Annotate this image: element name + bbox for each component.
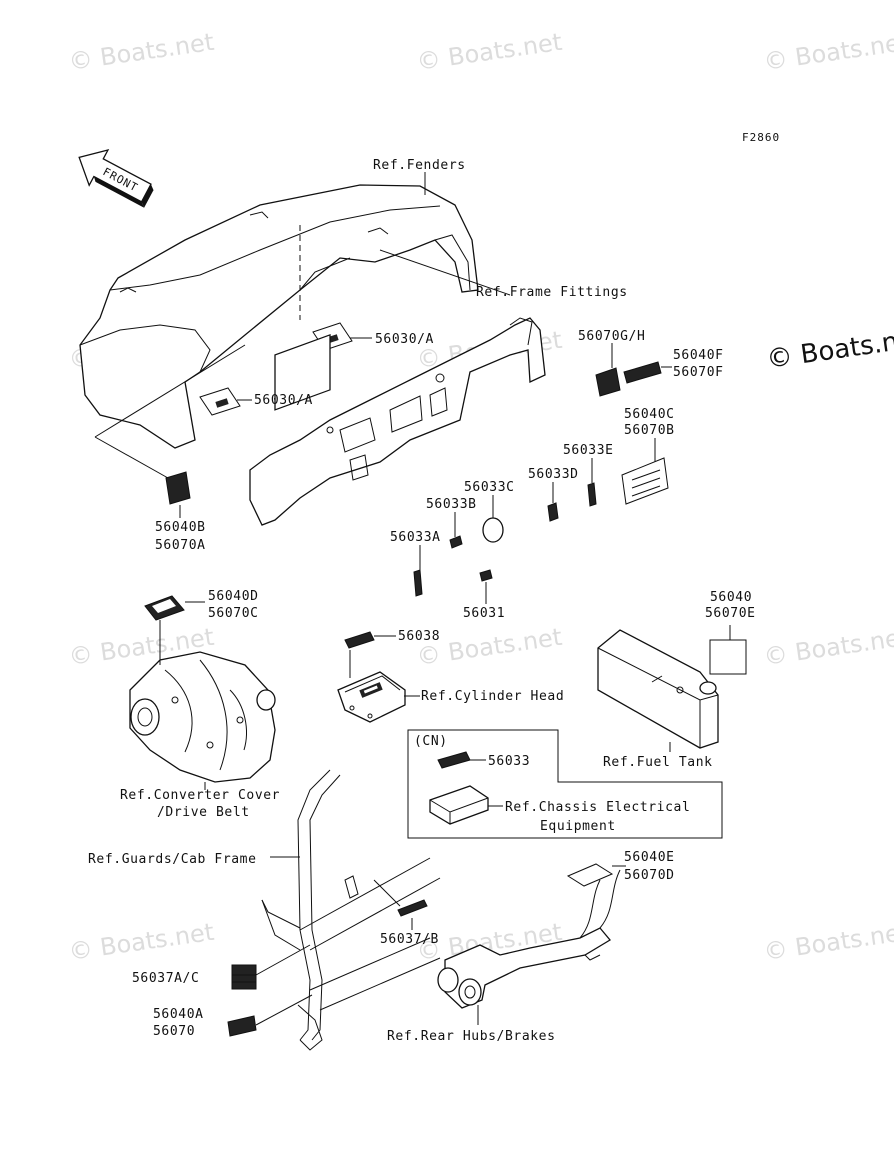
decal-56033a bbox=[413, 569, 423, 597]
decal-56040f bbox=[623, 361, 662, 384]
label-56033d: 56033D bbox=[528, 467, 579, 482]
leader-line bbox=[373, 879, 401, 907]
label-56040b: 56040B bbox=[155, 520, 206, 535]
converter-cover-part bbox=[129, 651, 276, 783]
label-ref-converter-cover: Ref.Converter Cover bbox=[120, 788, 280, 803]
decal-56033e bbox=[587, 482, 597, 507]
label-56070: 56070 bbox=[153, 1024, 195, 1039]
leader-line bbox=[379, 249, 511, 296]
label-56040a: 56040A bbox=[153, 1007, 204, 1022]
decal-56031 bbox=[479, 569, 493, 582]
front-arrow-icon: FRONT bbox=[78, 149, 154, 208]
label-56033c: 56033C bbox=[464, 480, 515, 495]
decal-56040e bbox=[566, 863, 614, 887]
decal-56033d bbox=[547, 502, 559, 522]
cylinder-head-part bbox=[337, 671, 406, 723]
chassis-electrical-part bbox=[429, 785, 489, 825]
panel-opening bbox=[274, 334, 331, 411]
watermarks: © Boats.net © Boats.net © Boats.net © Bo… bbox=[67, 28, 894, 966]
label-56031: 56031 bbox=[463, 606, 505, 621]
label-56070b: 56070B bbox=[624, 423, 675, 438]
decal-56037b bbox=[397, 899, 428, 917]
decal-56040c bbox=[621, 457, 669, 505]
label-ref-rear-hubs-brakes: Ref.Rear Hubs/Brakes bbox=[387, 1029, 556, 1044]
decal-56033c bbox=[482, 517, 504, 543]
label-ref-cylinder-head: Ref.Cylinder Head bbox=[421, 689, 564, 704]
label-56033e: 56033E bbox=[563, 443, 614, 458]
label-56037ac: 56037A/C bbox=[132, 971, 199, 986]
leader-line bbox=[255, 994, 313, 1026]
label-56040c: 56040C bbox=[624, 407, 675, 422]
label-56040: 56040 bbox=[710, 590, 752, 605]
label-56070d: 56070D bbox=[624, 868, 675, 883]
label-56033a: 56033A bbox=[390, 530, 441, 545]
decal-56040a bbox=[227, 1015, 257, 1037]
label-drive-belt: /Drive Belt bbox=[157, 805, 250, 820]
label-56030a-lower: 56030/A bbox=[254, 393, 313, 408]
label-56033: 56033 bbox=[488, 754, 530, 769]
label-56040e: 56040E bbox=[624, 850, 675, 865]
fuel-tank-part bbox=[597, 629, 719, 749]
watermark: © Boats.net bbox=[415, 28, 564, 76]
label-56070e: 56070E bbox=[705, 606, 756, 621]
label-56040f: 56040F bbox=[673, 348, 724, 363]
label-56070gh: 56070G/H bbox=[578, 329, 645, 344]
decal-56033b bbox=[449, 535, 463, 549]
watermark: © Boats.net bbox=[67, 28, 216, 76]
decal-56070gh bbox=[595, 367, 621, 397]
decal-56038 bbox=[344, 631, 375, 649]
label-equipment: Equipment bbox=[540, 819, 616, 834]
label-56070a: 56070A bbox=[155, 538, 206, 553]
figure-code: F2860 bbox=[742, 131, 780, 144]
label-ref-fuel-tank: Ref.Fuel Tank bbox=[603, 755, 713, 770]
watermark-large: © Boats.ne bbox=[765, 325, 894, 375]
label-56040d: 56040D bbox=[208, 589, 259, 604]
decal-56033 bbox=[437, 751, 471, 769]
label-56037b: 56037/B bbox=[380, 932, 439, 947]
leader-line bbox=[94, 436, 169, 479]
watermark: © Boats.net bbox=[762, 28, 894, 76]
label-ref-guards-cab-frame: Ref.Guards/Cab Frame bbox=[88, 852, 257, 867]
label-56070c: 56070C bbox=[208, 606, 259, 621]
watermark: © Boats.net bbox=[762, 918, 894, 966]
label-ref-fenders: Ref.Fenders bbox=[373, 158, 466, 173]
leader-line bbox=[94, 344, 246, 438]
decal-56040 bbox=[709, 639, 747, 675]
rear-hubs-part bbox=[437, 869, 621, 1009]
dashboard-panel-part bbox=[249, 317, 546, 526]
decal-56037ac bbox=[231, 964, 257, 990]
label-56033b: 56033B bbox=[426, 497, 477, 512]
decal-56040b bbox=[165, 471, 191, 505]
label-ref-frame-fittings: Ref.Frame Fittings bbox=[476, 285, 628, 300]
label-56070f: 56070F bbox=[673, 365, 724, 380]
fender-part bbox=[79, 184, 479, 449]
cab-frame-part bbox=[261, 769, 441, 1051]
cn-box bbox=[407, 729, 723, 839]
watermark: © Boats.net bbox=[762, 623, 894, 671]
label-56030a-upper: 56030/A bbox=[375, 332, 434, 347]
label-56038: 56038 bbox=[398, 629, 440, 644]
watermark: © Boats.net bbox=[67, 918, 216, 966]
label-ref-chassis-electrical: Ref.Chassis Electrical bbox=[505, 800, 690, 815]
leader-line bbox=[255, 944, 311, 976]
label-cn: (CN) bbox=[414, 734, 448, 749]
